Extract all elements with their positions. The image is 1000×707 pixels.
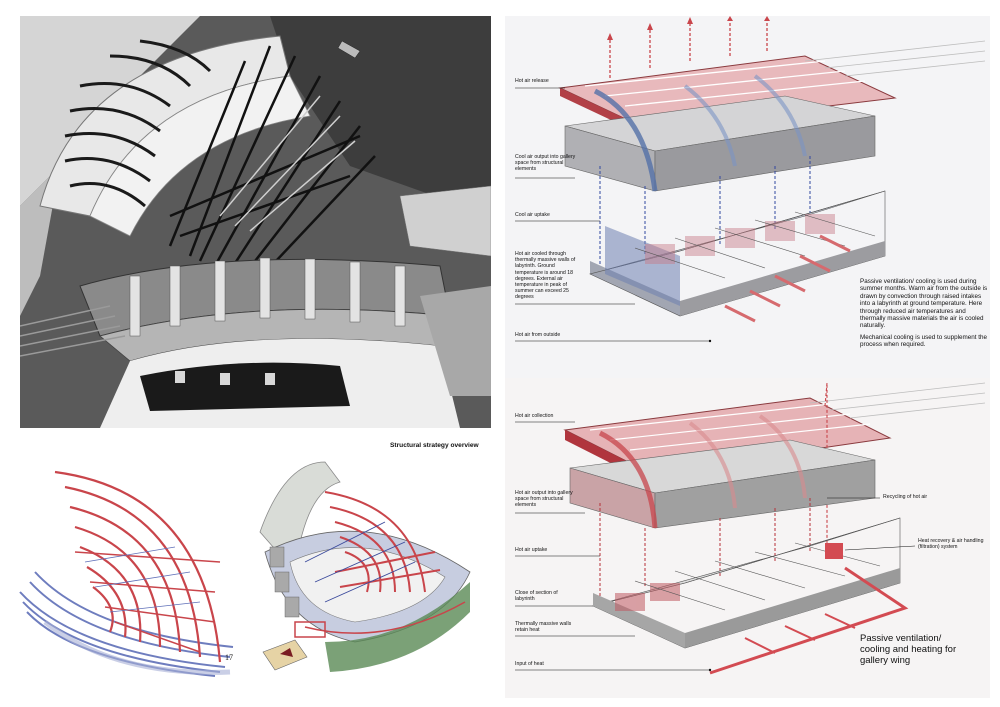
cooling-description-1: Passive ventilation/ cooling is used dur… xyxy=(860,278,988,330)
heating-diagram-title: Passive ventilation/ cooling and heating… xyxy=(860,633,957,666)
label-hot-air-output: Hot air output into gallery space from s… xyxy=(515,490,573,509)
structural-building-panel xyxy=(245,452,490,685)
label-hot-air-collection: Hot air collection xyxy=(515,413,554,419)
label-close-of-section: Close of section of labyrinth xyxy=(515,590,558,603)
aerial-render-image xyxy=(20,16,491,428)
cooling-diagram-image xyxy=(505,16,990,378)
label-hot-air-uptake: Hot air uptake xyxy=(515,547,548,553)
page-number: 17 xyxy=(225,653,233,662)
label-input-of-heat: Input of heat xyxy=(515,661,544,667)
label-hot-air-cooled: Hot air cooled through thermally massive… xyxy=(515,251,576,301)
structural-ribs-image xyxy=(19,470,234,677)
heating-diagram-image xyxy=(505,378,990,698)
label-thermally-massive-walls: Thermally massive walls retain heat xyxy=(515,621,572,634)
label-hot-air-from-outside: Hot air from outside xyxy=(515,332,561,338)
label-recycling-of-hot-air: Recycling of hot air xyxy=(883,494,928,500)
label-heat-recovery: Heat recovery & air handling (filtration… xyxy=(918,538,984,551)
label-hot-air-release: Hot air release xyxy=(515,78,549,84)
structural-ribs-panel xyxy=(15,452,245,680)
label-cool-air-output: Cool air output into gallery space from … xyxy=(515,154,576,173)
aerial-render-panel xyxy=(20,16,491,428)
cooling-diagram-panel: Hot air release Cool air output into gal… xyxy=(505,16,990,378)
heating-diagram-panel: Hot air collection Hot air output into g… xyxy=(505,378,990,698)
structural-strategy-title: Structural strategy overview xyxy=(390,442,479,449)
cooling-description-2: Mechanical cooling is used to supplement… xyxy=(860,334,988,349)
label-cool-air-uptake: Cool air uptake xyxy=(515,212,550,218)
structural-building-image xyxy=(259,461,471,672)
